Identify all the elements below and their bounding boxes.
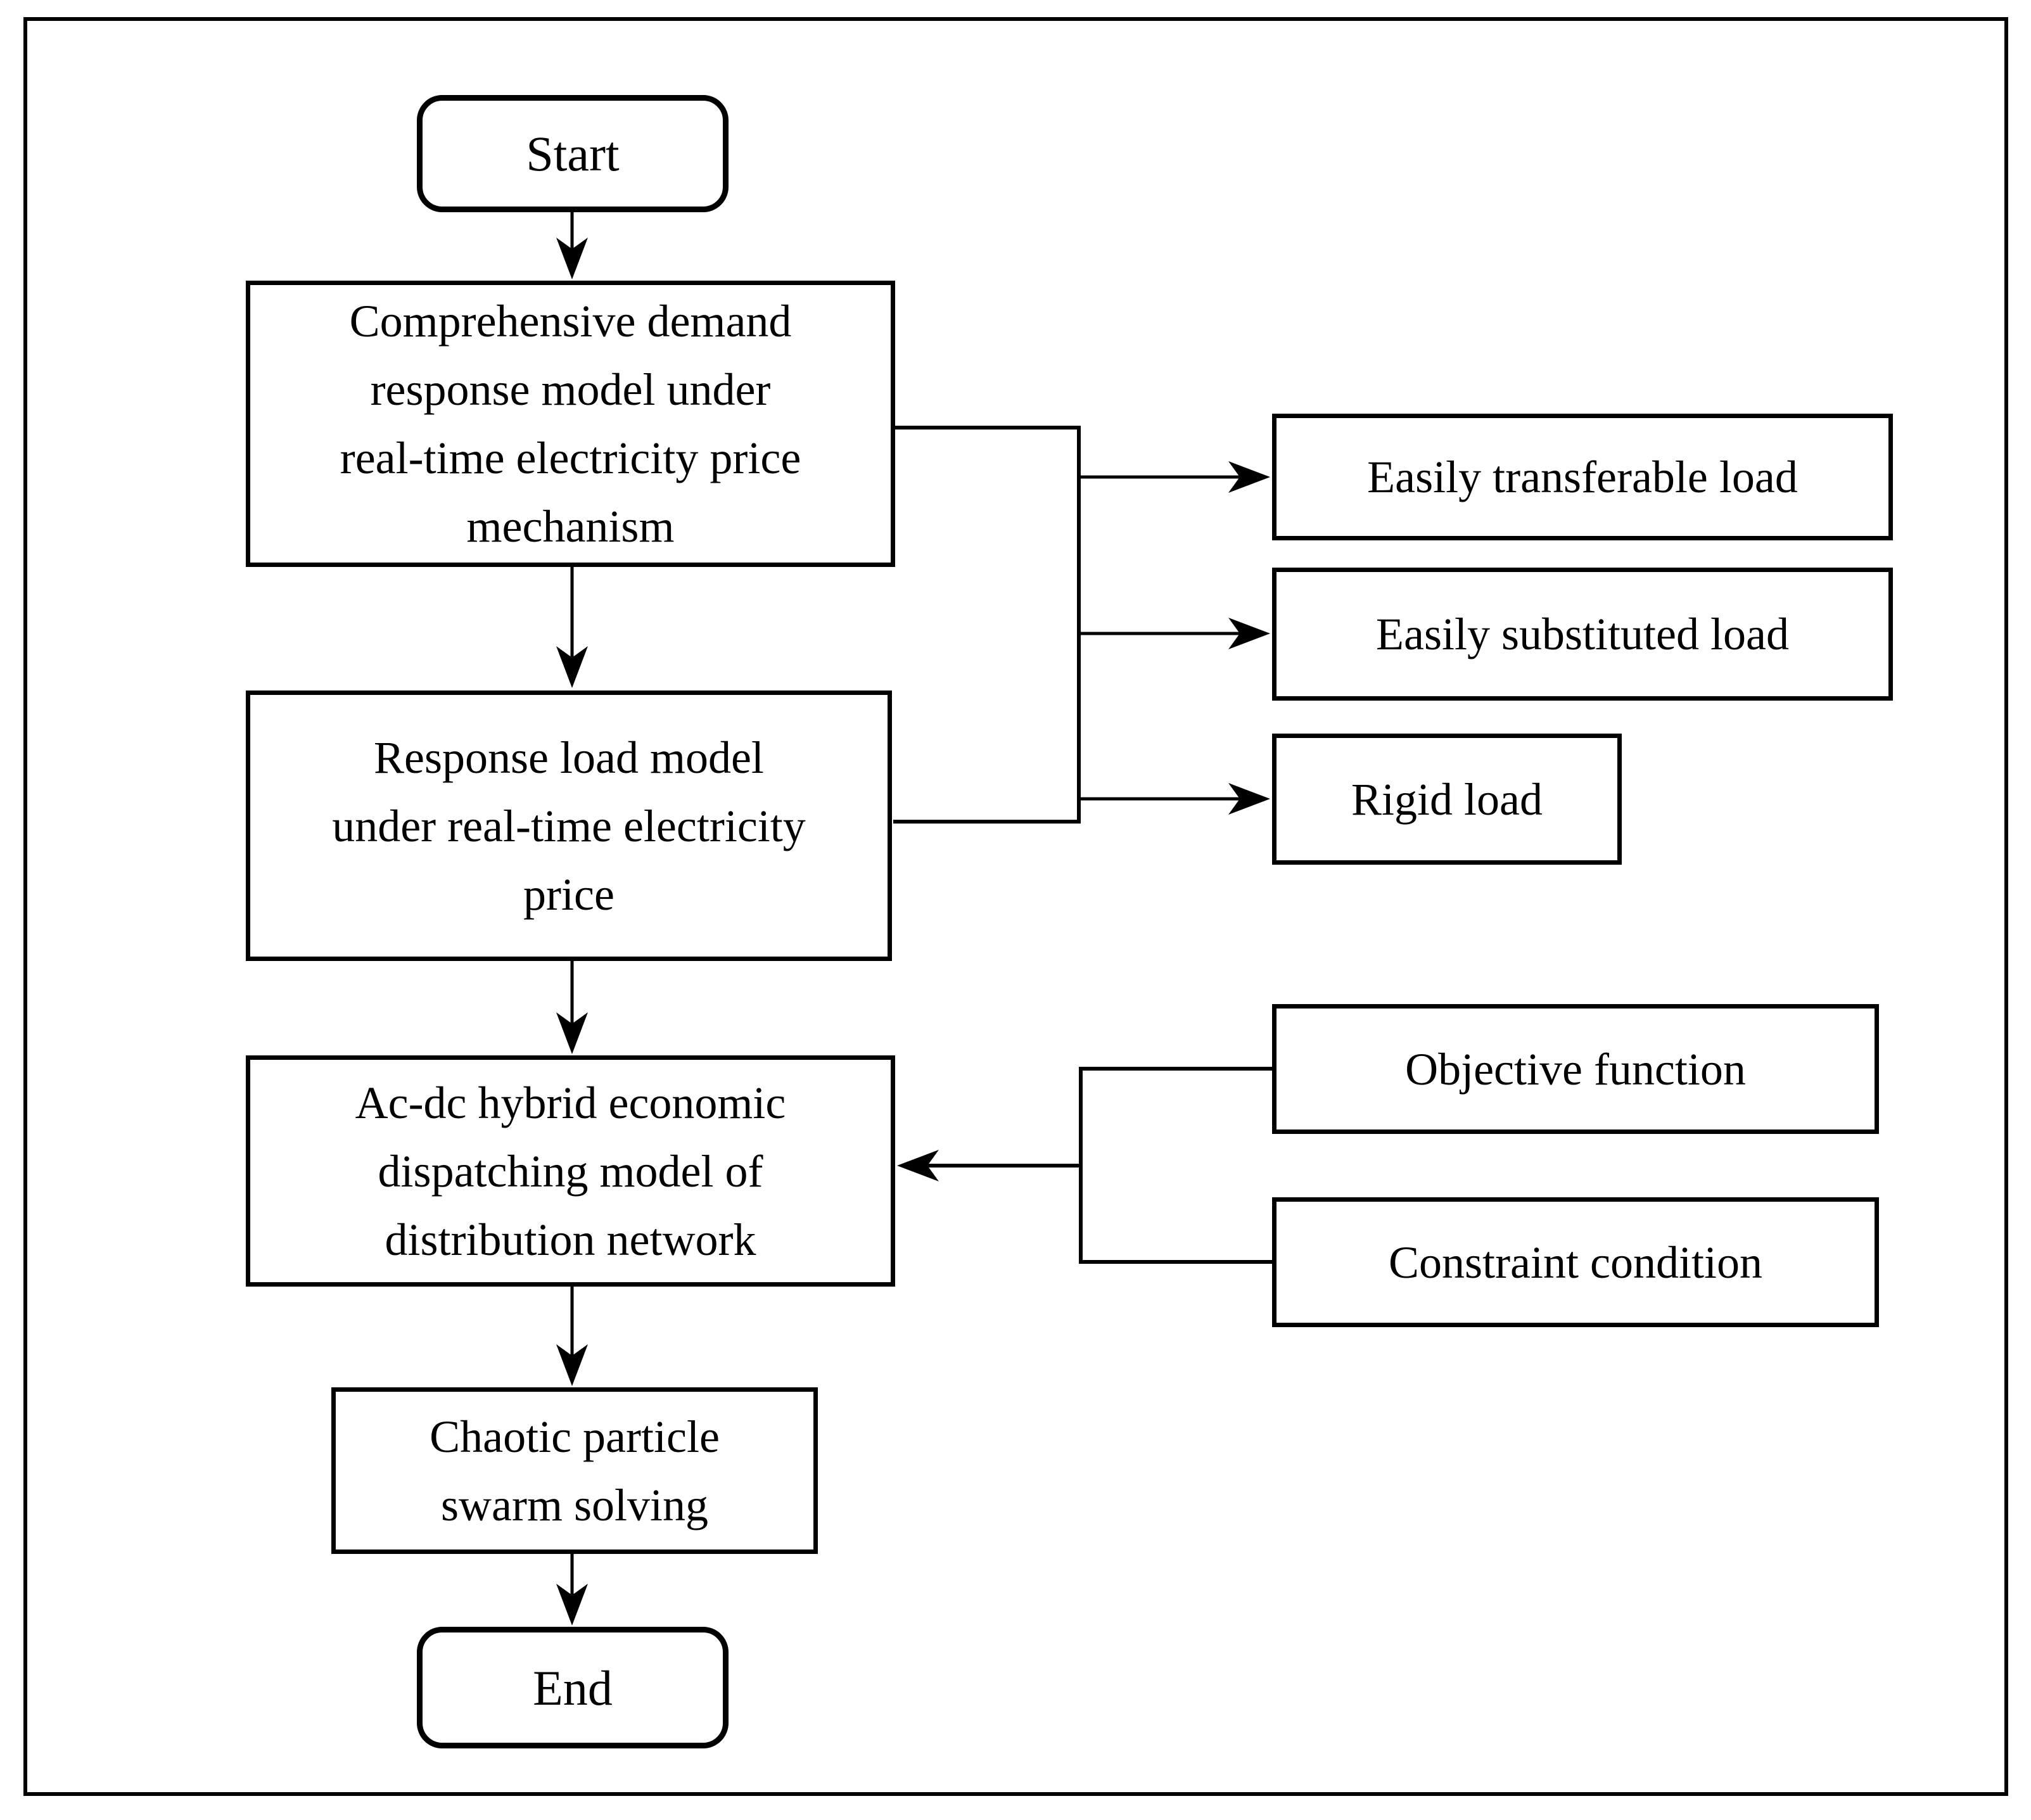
- node-constraint-condition: Constraint condition: [1272, 1197, 1879, 1327]
- node-start-label: Start: [526, 126, 620, 181]
- arrow-to-transferable-load: [1079, 461, 1270, 493]
- arrow-acdc-to-chaotic: [556, 1287, 588, 1386]
- arrow-chaotic-to-end: [556, 1554, 588, 1626]
- figure-border: [23, 17, 2008, 1796]
- node-chaotic-label: Chaotic particle swarm solving: [430, 1411, 720, 1530]
- node-transferable-label: Easily transferable load: [1367, 452, 1798, 502]
- node-end: End: [417, 1627, 729, 1748]
- node-start: Start: [417, 95, 729, 212]
- connector-loads-spine: [893, 426, 1081, 824]
- node-chaotic-particle-swarm: Chaotic particle swarm solving: [331, 1387, 818, 1554]
- node-objective-function: Objective function: [1272, 1004, 1879, 1134]
- node-easily-substituted-load: Easily substituted load: [1272, 568, 1893, 701]
- arrow-start-to-comprehensive: [556, 212, 588, 279]
- node-objective-label: Objective function: [1405, 1043, 1746, 1095]
- node-comprehensive-demand-response-model: Comprehensive demand response model unde…: [246, 281, 895, 567]
- arrow-comprehensive-to-response: [556, 567, 588, 688]
- arrow-to-rigid-load: [1079, 783, 1270, 815]
- node-easily-transferable-load: Easily transferable load: [1272, 414, 1893, 540]
- node-response-label: Response load model under real-time elec…: [332, 732, 806, 920]
- arrow-to-substituted-load: [1079, 618, 1270, 649]
- node-rigid-load: Rigid load: [1272, 734, 1622, 865]
- node-rigid-label: Rigid load: [1351, 773, 1543, 825]
- node-substituted-label: Easily substituted load: [1376, 609, 1789, 659]
- arrow-to-acdc-model: [897, 1150, 1081, 1181]
- node-end-label: End: [533, 1660, 613, 1715]
- node-constraint-label: Constraint condition: [1389, 1237, 1762, 1288]
- node-comprehensive-label: Comprehensive demand response model unde…: [340, 296, 801, 552]
- connector-dispatch-spine: [1079, 1067, 1272, 1264]
- node-response-load-model: Response load model under real-time elec…: [246, 690, 892, 961]
- node-acdc-dispatching-model: Ac-dc hybrid economic dispatching model …: [246, 1055, 895, 1287]
- node-acdc-label: Ac-dc hybrid economic dispatching model …: [355, 1077, 786, 1265]
- arrow-response-to-acdc: [556, 961, 588, 1054]
